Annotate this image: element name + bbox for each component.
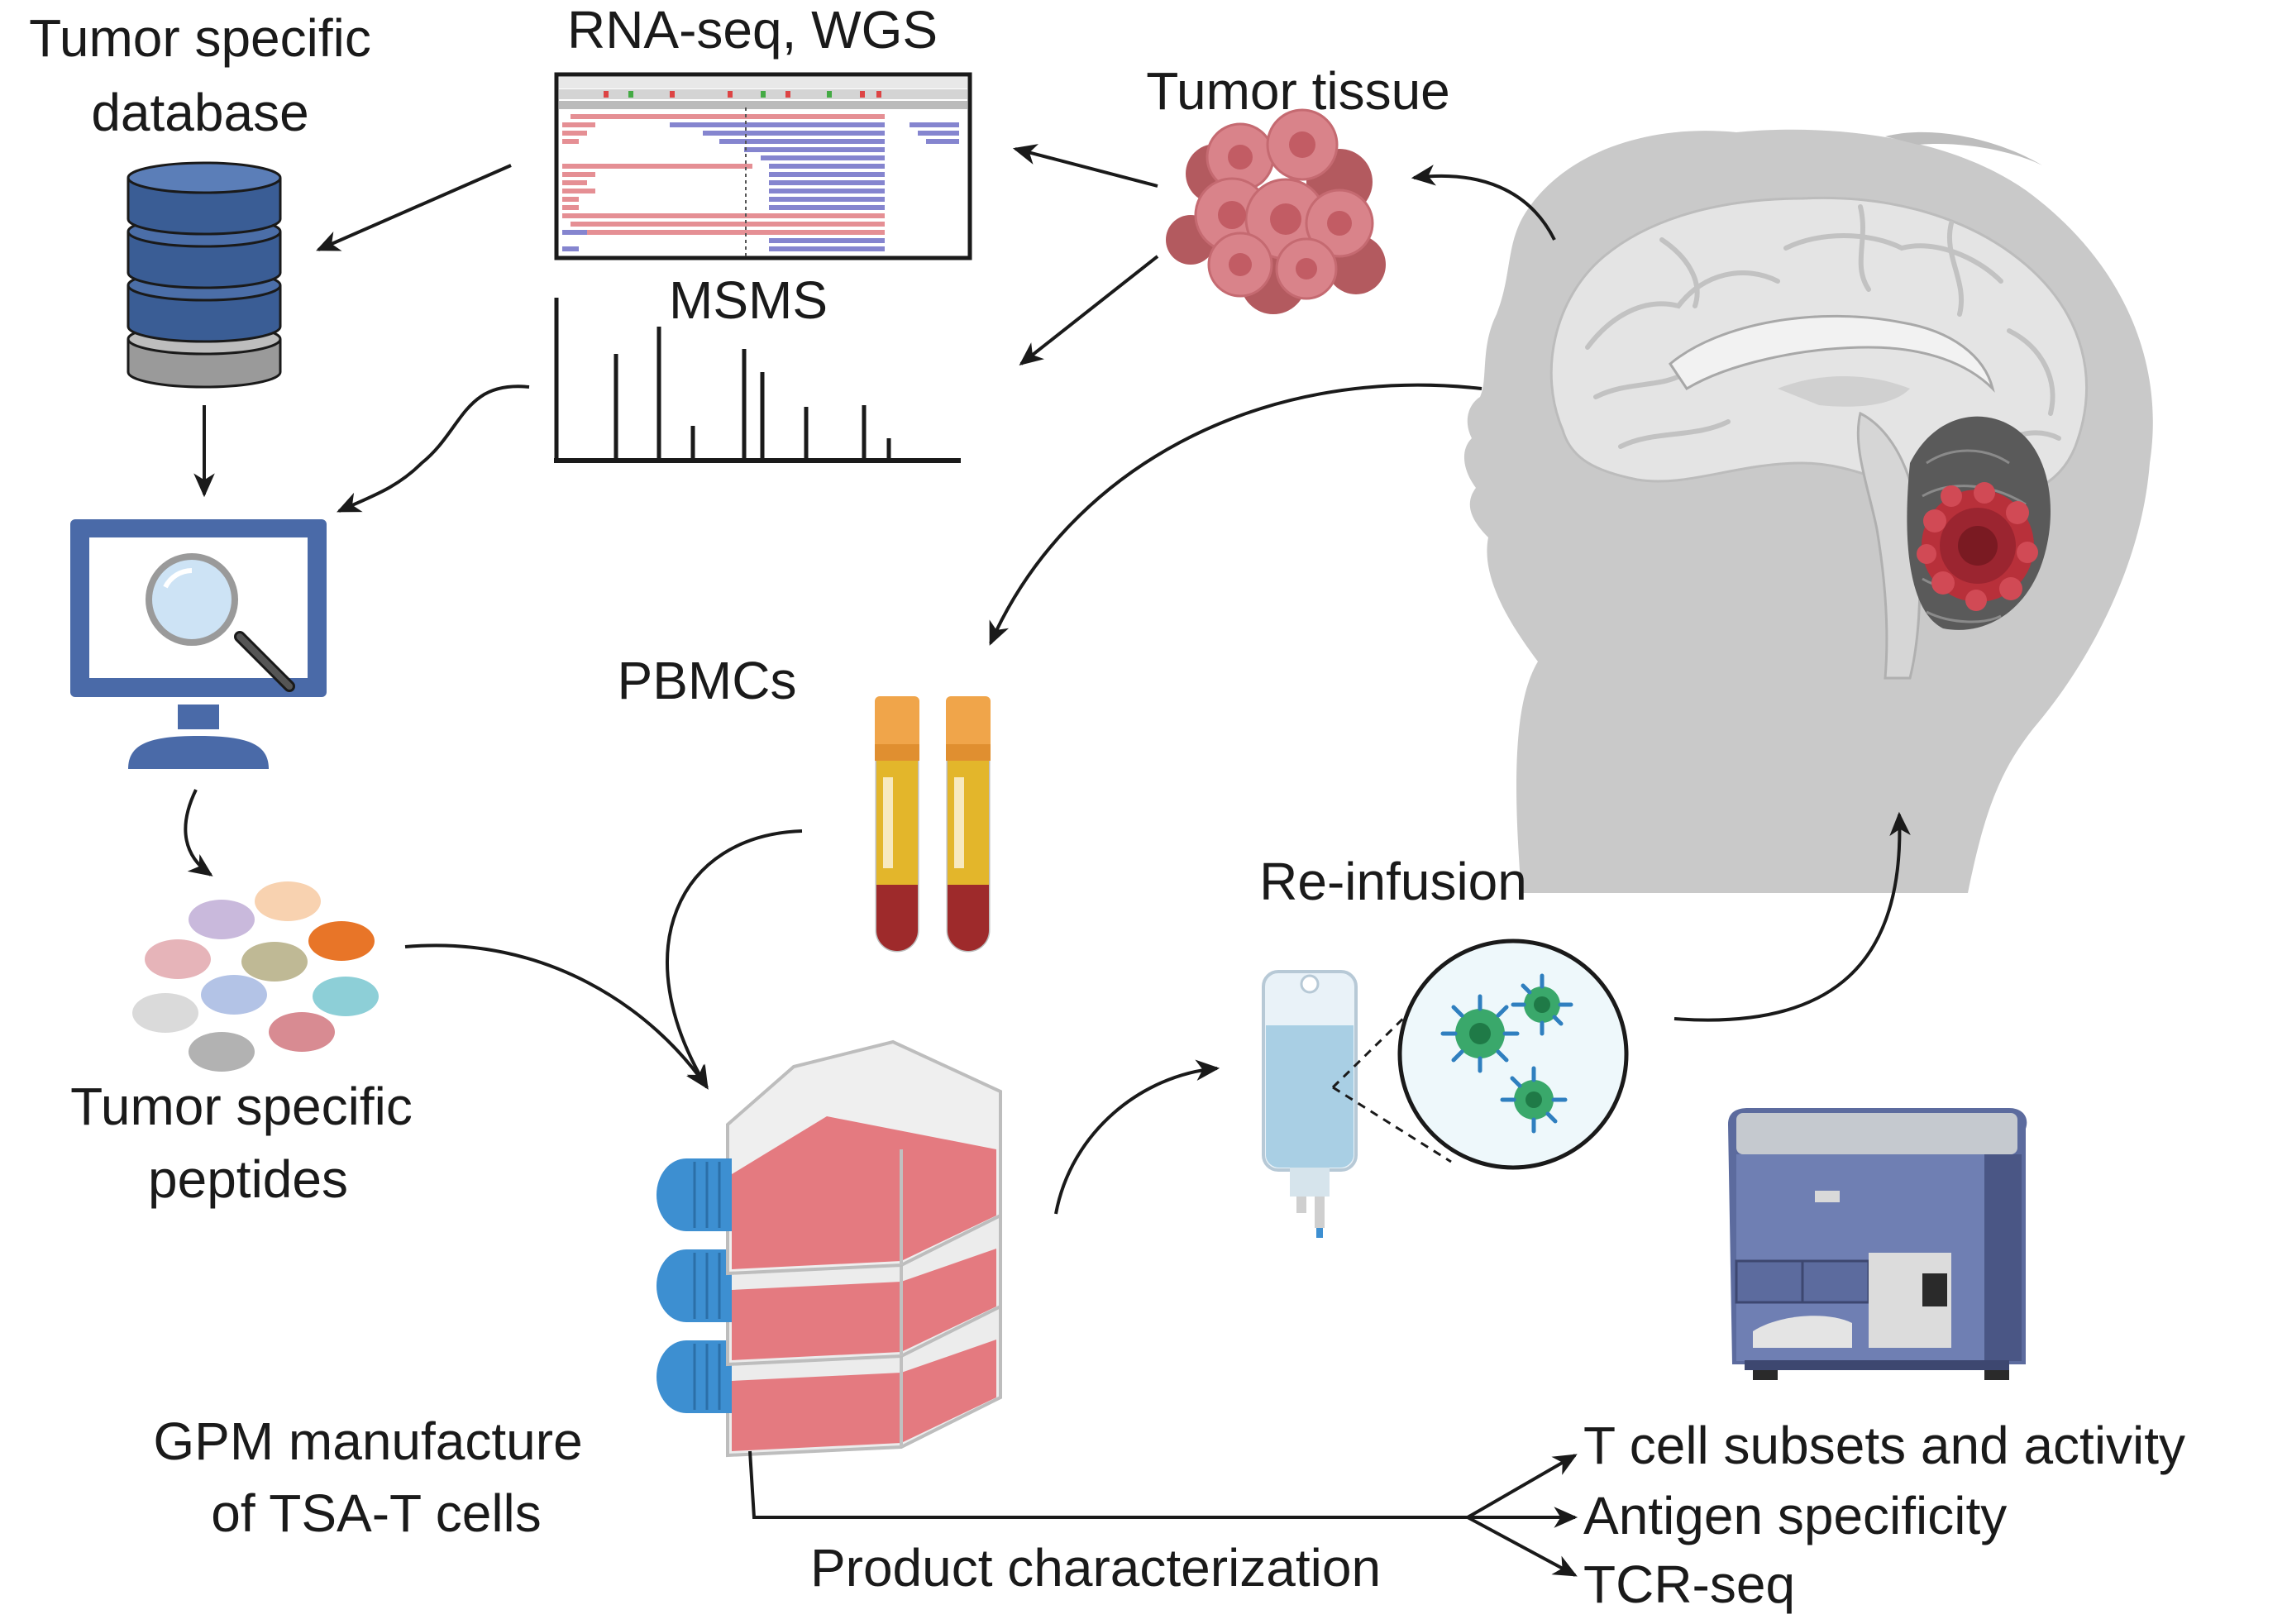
arrow-peptides-to-flasks [404,943,709,1090]
arrow-msms-to-computer [337,385,530,513]
label-tumor-tissue: Tumor tissue [1146,61,1450,121]
blood-tube-icon [875,696,991,953]
arrow-rnaseq-to-database [316,164,512,251]
peptide-dots-icon [132,881,379,1072]
corpus-callosum [1669,314,1995,393]
computer-search-icon [70,519,327,769]
label-msms: MSMS [669,270,828,330]
label-rnaseq-wgs: RNA-seq, WGS [567,0,938,60]
label-peptides-line1: Tumor specific [70,1077,413,1136]
genome-browser-icon [554,72,972,260]
output-antigen-specificity: Antigen specificity [1583,1486,2007,1545]
arrow-flasks-to-reinfusion [1054,1059,1220,1215]
label-reinfusion: Re-infusion [1259,852,1527,911]
label-gpm-line2: of TSA-T cells [211,1483,542,1543]
t-cell-icon [1397,939,1629,1170]
cell-culture-flask-icon [656,1039,1002,1458]
label-pbmcs: PBMCs [618,651,797,710]
label-peptides-line2: peptides [148,1149,348,1209]
arrow-reinfusion-to-patient [1673,811,1911,1022]
arrow-computer-to-peptides [184,789,213,876]
arrow-head-to-pbmcs [989,383,1482,646]
label-tumor-db-line1: Tumor specific [29,8,371,68]
label-product-characterization: Product characterization [810,1538,1381,1598]
arrow-pbmcs-to-flasks [666,829,803,1090]
iv-bag-icon [1262,970,1358,1238]
label-gpm-line1: GPM manufacture [153,1411,582,1471]
database-icon [127,161,282,389]
brain-tumor [1917,482,2038,611]
output-tcr-seq: TCR-seq [1583,1555,1795,1614]
arrow-tumor-to-rnaseq [1012,144,1158,188]
arrow-tumor-to-msms [1019,255,1159,365]
flow-arrows [184,144,1911,1215]
child-head-brain-icon [1463,129,2153,894]
output-t-cell-subsets: T cell subsets and activity [1583,1416,2185,1475]
mass-spectrum-icon [554,298,961,463]
tumor-tissue-icon [1166,108,1386,314]
label-tumor-db-line2: database [91,83,308,142]
arrow-head-to-tumor [1411,165,1556,241]
flow-cytometer-icon [1728,1108,2027,1380]
magnifier-icon [146,553,295,692]
